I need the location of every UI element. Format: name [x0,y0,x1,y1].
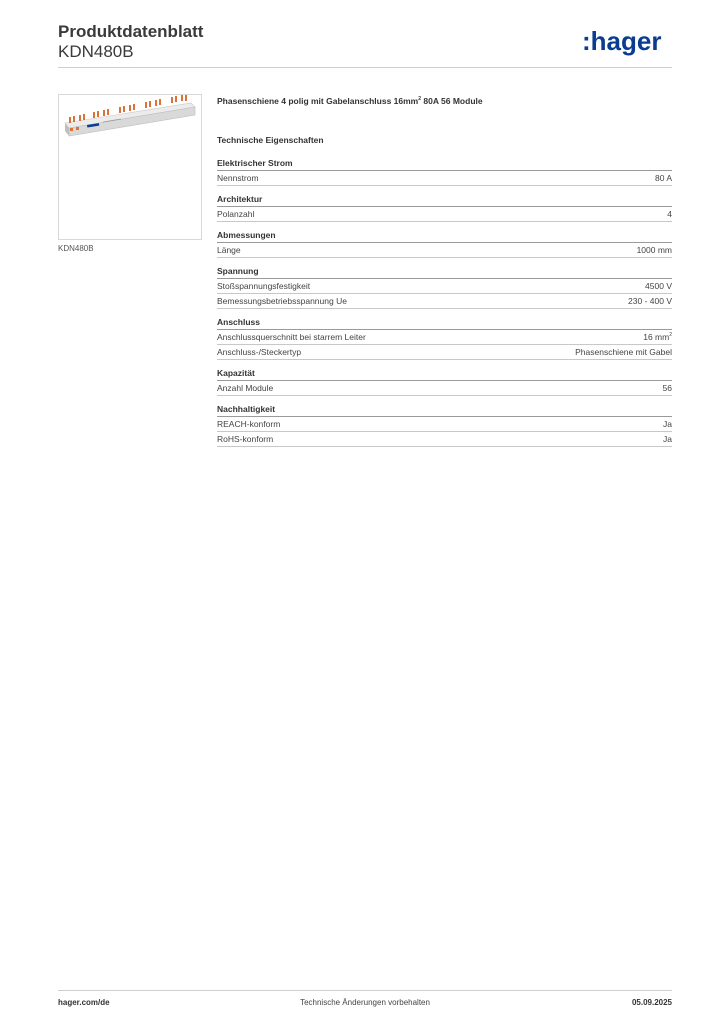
spec-row: Bemessungsbetriebsspannung Ue 230 - 400 V [217,294,672,309]
product-details: Phasenschiene 4 polig mit Gabelanschluss… [217,96,672,455]
spec-label: RoHS-konform [217,434,274,444]
spec-value: 56 [662,383,672,393]
group-abmessungen: Abmessungen Länge 1000 mm [217,230,672,258]
spec-label: Anschluss-/Steckertyp [217,347,302,357]
group-spannung: Spannung Stoßspannungsfestigkeit 4500 V B… [217,266,672,309]
spec-value: 16 mm2 [643,332,672,342]
spec-label: Bemessungsbetriebsspannung Ue [217,296,347,306]
spec-value: Ja [663,434,672,444]
spec-label: Nennstrom [217,173,259,183]
busbar-illustration [64,95,196,137]
product-title: Phasenschiene 4 polig mit Gabelanschluss… [217,96,483,106]
document-title: Produktdatenblatt [58,22,204,41]
spec-value: 4 [667,209,672,219]
spec-label: Anschlussquerschnitt bei starrem Leiter [217,332,366,342]
spec-row: Stoßspannungsfestigkeit 4500 V [217,279,672,294]
image-caption: KDN480B [58,244,94,253]
spec-value: 4500 V [645,281,672,291]
spec-row: Nennstrom 80 A [217,171,672,186]
spec-row: REACH-konform Ja [217,417,672,432]
footer-divider [58,990,672,991]
header-divider [58,67,672,68]
spec-value: 230 - 400 V [628,296,672,306]
spec-value: 80 A [654,173,672,183]
spec-row: Polanzahl 4 [217,207,672,222]
group-kapazitaet: Kapazität Anzahl Module 56 [217,368,672,396]
spec-value: 1000 mm [636,245,672,255]
spec-row: Anschlussquerschnitt bei starrem Leiter 1… [217,330,672,345]
spec-label: Anzahl Module [217,383,274,393]
spec-row: Länge 1000 mm [217,243,672,258]
product-image [58,94,202,240]
spec-label: Länge [217,245,241,255]
logo-text: :hager [582,26,661,56]
group-title: Architektur [217,194,672,207]
spec-row: RoHS-konform Ja [217,432,672,447]
group-title: Nachhaltigkeit [217,404,672,417]
spec-label: Polanzahl [217,209,255,219]
group-architektur: Architektur Polanzahl 4 [217,194,672,222]
spec-value: Phasenschiene mit Gabel [575,347,672,357]
footer-disclaimer: Technische Änderungen vorbehalten [300,998,430,1007]
document-header: Produktdatenblatt KDN480B [58,22,203,62]
spec-row: Anschluss-/Steckertyp Phasenschiene mit G… [217,345,672,360]
group-title: Abmessungen [217,230,672,243]
spec-label: Stoßspannungsfestigkeit [217,281,311,291]
group-title: Anschluss [217,317,672,330]
group-anschluss: Anschluss Anschlussquerschnitt bei starr… [217,317,672,360]
group-title: Kapazität [217,368,672,381]
product-code: KDN480B [58,42,134,61]
footer-website-link[interactable]: hager.com/de [58,998,110,1007]
section-heading: Technische Eigenschaften [217,135,324,145]
footer-date: 05.09.2025 [631,998,672,1007]
spec-row: Anzahl Module 56 [217,381,672,396]
spec-value: Ja [663,419,672,429]
group-elektrischer-strom: Elektrischer Strom Nennstrom 80 A [217,158,672,186]
spec-label: REACH-konform [217,419,281,429]
group-title: Elektrischer Strom [217,158,672,171]
hager-logo: :hager [582,26,661,56]
group-title: Spannung [217,266,672,279]
